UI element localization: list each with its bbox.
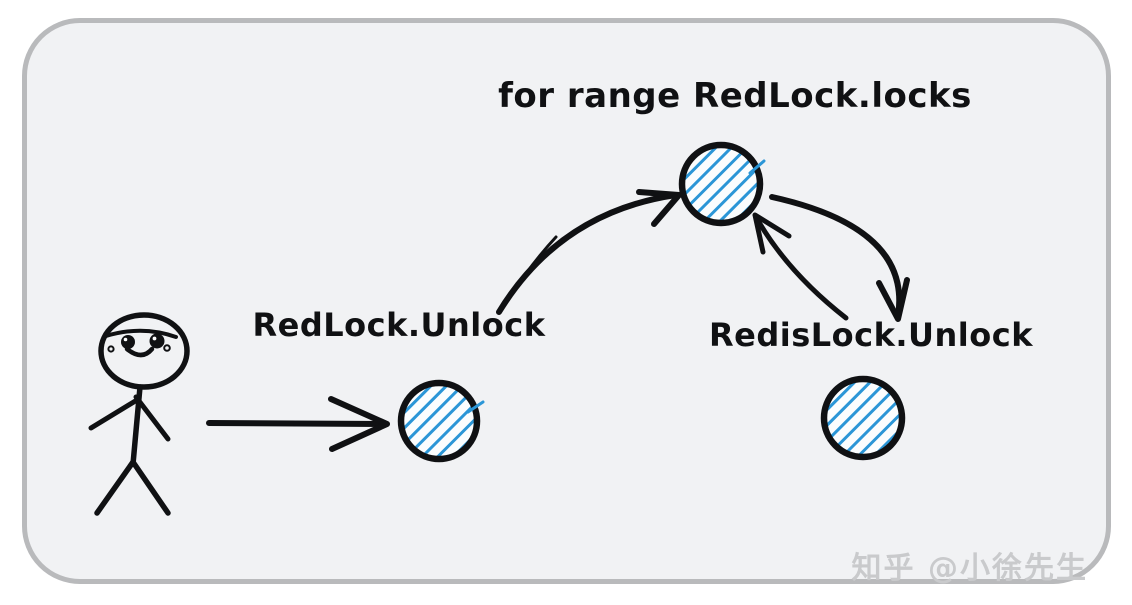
arrow-redislock-to-forrange [752,212,849,321]
stick-figure-left-cheek [107,345,115,353]
stick-figure-head [98,312,190,390]
arrow-forrange-to-redislock [769,194,910,322]
zhihu-watermark: 知乎 @小徐先生 [851,551,1088,586]
for-range-node-circle [678,141,766,227]
stick-figure-smile [124,346,155,358]
diagram-card [22,18,1111,584]
redlock-node-circle [397,379,485,463]
eye-glint [123,337,128,342]
redlock-unlock-label: RedLock.Unlock [252,306,546,344]
stick-figure-left-arm [88,397,140,431]
stick-figure-hair-line [104,328,178,339]
redislock-unlock-label: RedisLock.Unlock [708,316,1033,354]
stick-figure [88,312,190,516]
stick-figure-right-cheek [163,344,171,352]
stick-figure-left-leg [94,459,136,516]
for-range-label: for range RedLock.locks [498,76,972,116]
stick-figure-right-eye [149,333,165,349]
redislock-node-circle [820,375,906,461]
stick-figure-right-leg [130,459,171,516]
stick-figure-left-eye [121,335,135,349]
arrow-actor-to-redlock [206,396,390,452]
eye-glint [152,336,157,341]
stick-figure-right-arm [133,394,171,442]
arrow-redlock-to-forrange [496,189,682,315]
